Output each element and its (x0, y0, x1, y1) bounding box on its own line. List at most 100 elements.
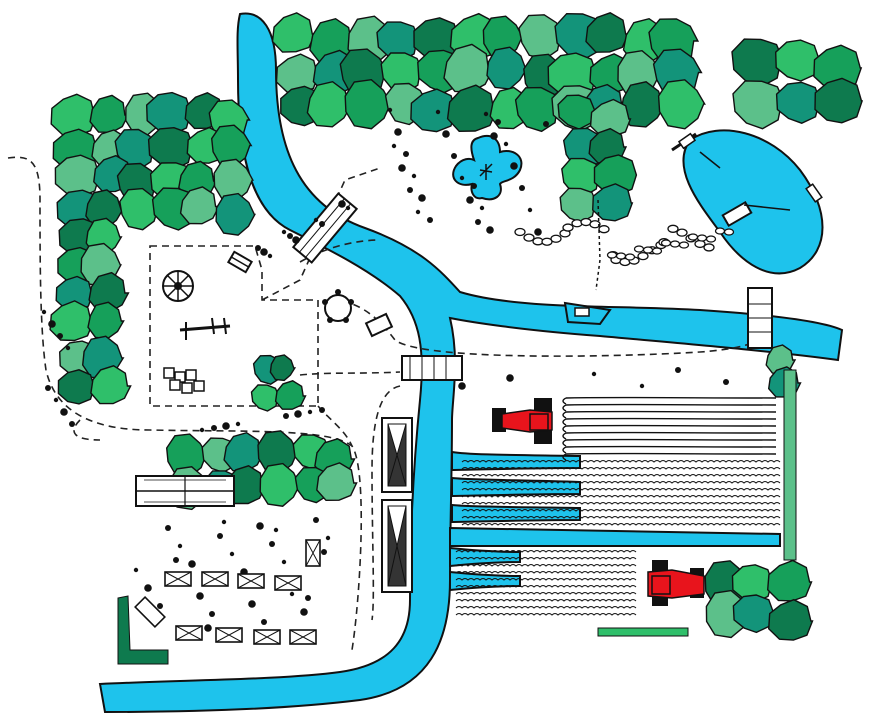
shrub-dot (510, 162, 518, 170)
shrub-dot (283, 413, 289, 419)
shrub-dot (60, 408, 68, 416)
shrub-dot (57, 333, 63, 339)
ploughed-rows (562, 396, 777, 461)
pond-water (682, 129, 824, 275)
shrub-dot (69, 421, 75, 427)
shrub-dot (407, 187, 413, 193)
house (289, 629, 317, 645)
shrub-dot (483, 111, 489, 117)
tree-top-35 (657, 79, 706, 130)
stepping-stone (589, 220, 601, 229)
house (215, 627, 243, 643)
tree-top-12 (275, 53, 320, 94)
picnic-bench (226, 250, 254, 274)
shrub-dot (222, 422, 230, 430)
stepping-stone (667, 224, 679, 233)
crop-row (461, 502, 781, 505)
bridge-middle (401, 355, 463, 381)
crop-row (455, 550, 637, 553)
shrub-dot (188, 560, 196, 568)
tree-orchard-36 (557, 94, 596, 130)
shrub-dot (435, 109, 441, 115)
shrub-dot (519, 185, 525, 191)
tractor-2 (647, 560, 705, 606)
shrub-dot (411, 173, 417, 179)
tree-west-south-81 (87, 301, 125, 340)
shrub-dot (591, 371, 597, 377)
stepping-stone (723, 228, 735, 236)
shrub-dot (217, 533, 223, 539)
house (134, 596, 166, 628)
tree-orchard-42 (559, 187, 599, 224)
stepping-stone (660, 239, 672, 247)
shrub-dot (281, 229, 287, 235)
field-border-hedge (597, 369, 797, 637)
stepping-stone (571, 219, 583, 228)
shrub-dot (287, 233, 293, 239)
stepping-stone (615, 252, 627, 260)
stepping-stone (651, 247, 663, 255)
house (274, 575, 302, 591)
shrub-dot (451, 153, 457, 159)
tree-southeast-106 (766, 559, 813, 602)
shrub-dot (387, 107, 393, 113)
house (175, 625, 203, 641)
plough-row-end (562, 404, 567, 412)
tree-west-51 (89, 94, 130, 134)
house (164, 571, 192, 587)
rowing-boat-1 (671, 132, 721, 169)
shrub-dot (675, 367, 681, 373)
tree-playground-101 (274, 380, 307, 410)
plough-row-end (562, 439, 567, 447)
shrub-dots (41, 107, 729, 632)
shrub-dot (325, 535, 331, 541)
shrub-dot (319, 407, 325, 413)
shrub-dot (261, 619, 267, 625)
tree-west-south-85 (90, 365, 132, 405)
shrub-dot (319, 221, 325, 227)
stepping-stone (606, 251, 618, 259)
crop-row (455, 585, 637, 588)
shrub-dot (157, 603, 163, 609)
tall-shed-2 (381, 499, 413, 593)
shrub-dot (479, 205, 485, 211)
carousel (162, 270, 194, 302)
plough-row-end (562, 453, 567, 461)
shrub-dot (41, 309, 47, 315)
crop-row (461, 488, 781, 491)
stepping-stone (696, 234, 708, 242)
crop-row (461, 516, 781, 519)
stepping-stone (676, 228, 688, 237)
stepping-stone (514, 227, 526, 237)
stepping-stone (714, 227, 726, 235)
shrub-dot (338, 200, 346, 208)
shrub-dot (48, 320, 56, 328)
shrub-dot (490, 132, 498, 140)
shrub-dot (471, 183, 477, 189)
stepping-stone (678, 241, 690, 249)
shrub-dot (307, 409, 313, 415)
stepping-stone (687, 233, 699, 241)
crop-row (455, 578, 637, 581)
tree-top-29 (446, 84, 499, 133)
shrub-dot (260, 248, 268, 256)
irrigation-channel-4 (449, 526, 781, 548)
shrub-dot (534, 228, 542, 236)
crop-row (461, 509, 781, 512)
crop-row (455, 592, 637, 595)
crop-row (461, 460, 781, 463)
shrub-dot (723, 379, 729, 385)
house (201, 571, 229, 587)
sandbox-blocks (163, 367, 205, 394)
crop-rows (455, 460, 781, 616)
stepping-stone (642, 246, 654, 254)
shrub-dot (221, 519, 227, 525)
shrub-dot (165, 525, 171, 531)
shrub-dot (415, 209, 421, 215)
shrub-dot (458, 382, 466, 390)
shrub-dot (65, 345, 71, 351)
plough-row-end (562, 425, 567, 433)
shrub-dot (403, 151, 409, 157)
playground (162, 250, 394, 394)
crop-row (455, 557, 637, 560)
